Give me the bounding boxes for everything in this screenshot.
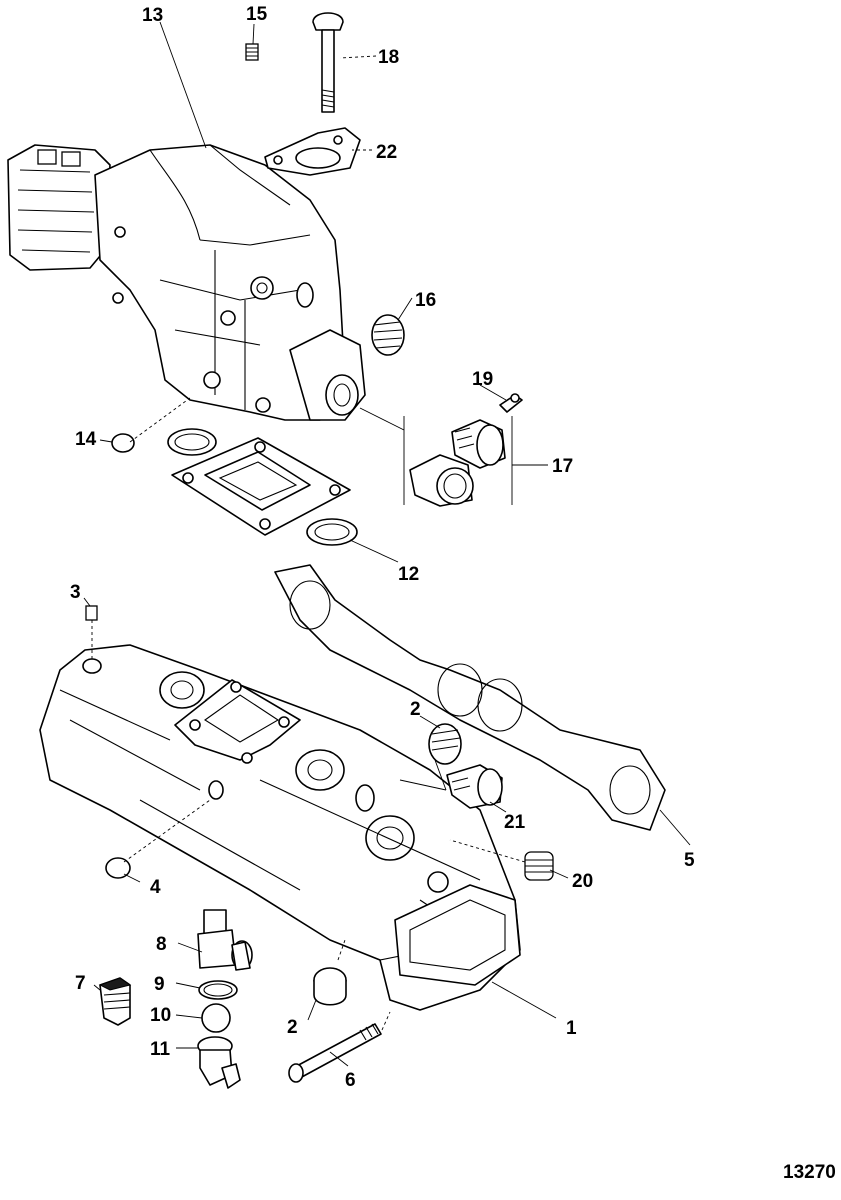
plug-part-2-upper bbox=[428, 723, 462, 765]
callout-14: 14 bbox=[75, 429, 97, 450]
callout-2b: 2 bbox=[287, 1017, 298, 1038]
callout-11: 11 bbox=[150, 1039, 171, 1060]
callout-22: 22 bbox=[376, 142, 397, 163]
plug-part-20 bbox=[524, 851, 554, 881]
seal-ring-part-12 bbox=[306, 518, 358, 546]
fitting-part-21 bbox=[446, 764, 503, 809]
riser-gasket bbox=[171, 437, 351, 536]
fitting-part-7 bbox=[98, 977, 132, 1026]
o-ring-part-9 bbox=[198, 980, 238, 1000]
callout-9: 9 bbox=[154, 974, 165, 995]
plug-part-16 bbox=[371, 314, 405, 356]
bolt-part-6 bbox=[288, 1023, 382, 1083]
callout-20: 20 bbox=[572, 871, 593, 892]
callout-7: 7 bbox=[75, 973, 86, 994]
cap-part-3 bbox=[85, 605, 98, 621]
exhaust-manifold-part-1 bbox=[39, 644, 521, 1011]
callout-19: 19 bbox=[472, 369, 493, 390]
callout-16: 16 bbox=[415, 290, 436, 311]
callout-5: 5 bbox=[684, 850, 695, 871]
callout-3: 3 bbox=[70, 582, 81, 603]
gasket-part-22 bbox=[264, 127, 361, 176]
set-screw-part-15 bbox=[245, 43, 259, 61]
leader-lines bbox=[83, 21, 691, 1067]
manifold-gasket-part-5 bbox=[274, 564, 666, 831]
fitting-part-17 bbox=[409, 419, 506, 507]
callout-13: 13 bbox=[142, 5, 163, 26]
ball-part-10 bbox=[201, 1003, 231, 1033]
callout-1: 1 bbox=[566, 1018, 577, 1039]
seal-ring-upper bbox=[167, 428, 217, 456]
fitting-part-19 bbox=[499, 393, 523, 413]
callout-17: 17 bbox=[552, 456, 573, 477]
callout-6: 6 bbox=[345, 1070, 356, 1091]
callout-21: 21 bbox=[504, 812, 526, 833]
callout-15: 15 bbox=[246, 4, 268, 25]
callout-12: 12 bbox=[398, 564, 419, 585]
callout-10: 10 bbox=[150, 1005, 171, 1026]
plug-part-14 bbox=[111, 433, 135, 453]
plug-part-2-lower bbox=[313, 967, 347, 1006]
ring-part-4 bbox=[105, 857, 131, 879]
callout-18: 18 bbox=[378, 47, 399, 68]
elbow-fitting-part-11 bbox=[197, 1036, 241, 1089]
tee-fitting-part-8 bbox=[197, 909, 253, 971]
figure-reference-number: 13270 bbox=[783, 1162, 836, 1183]
callout-4: 4 bbox=[150, 877, 161, 898]
callout-2a: 2 bbox=[410, 699, 421, 720]
exhaust-elbow-part-13 bbox=[7, 144, 366, 421]
callout-8: 8 bbox=[156, 934, 167, 955]
bolt-part-18 bbox=[312, 12, 344, 113]
callout-labels: 1 2 2 3 4 5 6 7 8 9 10 11 12 13 14 15 16… bbox=[70, 4, 695, 1091]
